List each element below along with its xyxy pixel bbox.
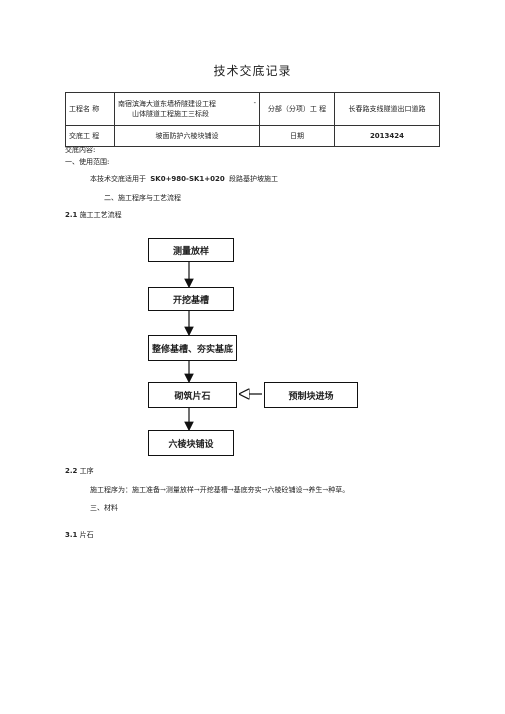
section3-sub1: 3.1 片石 <box>65 530 94 540</box>
project-name-cell: 南宿滨海大道东墙桥隧建设工程 - 山体隧道工程施工三标段 <box>114 92 260 126</box>
section1-text: 本技术交底适用于 SK0+980-SK1+020 段路基护坡施工 <box>90 174 278 184</box>
section1-text-prefix: 本技术交底适用于 <box>90 175 146 183</box>
division-value: 长春路支线隧道出口道路 <box>334 92 440 126</box>
section2-sub1-text: 施工工艺流程 <box>79 211 122 219</box>
process-sequence: 施工程序为：施工准备→测量放样→开挖基槽→基底夯实→六棱砼铺设→养生→种草。 <box>90 486 350 494</box>
flow-step-excavate: 开挖基槽 <box>148 287 234 311</box>
flow-step-survey: 测量放样 <box>148 238 234 262</box>
info-table: 工程名 称 南宿滨海大道东墙桥隧建设工程 - 山体隧道工程施工三标段 分部（分项… <box>65 92 440 147</box>
section3-sub1-text: 片石 <box>79 531 94 539</box>
section2-heading: 二、施工程序与工艺流程 <box>104 194 181 202</box>
date-label: 日期 <box>259 125 335 147</box>
section1-text-suffix: 段路基护坡施工 <box>229 175 279 183</box>
content-label: 交底内容: <box>65 146 96 154</box>
handover-label: 交底工 程 <box>65 125 115 147</box>
flow-side-precast: 预制块进场 <box>264 382 358 408</box>
flow-step-trim-compact: 整修基槽、夯实基底 <box>148 335 237 361</box>
project-label: 工程名 称 <box>65 92 115 126</box>
info-row-handover: 交底工 程 坡面防护六棱块铺设 日期 2013424 <box>65 125 440 147</box>
info-row-project: 工程名 称 南宿滨海大道东墙桥隧建设工程 - 山体隧道工程施工三标段 分部（分项… <box>65 92 440 126</box>
division-label: 分部（分项）工 程 <box>259 92 335 126</box>
section2-sub2-num: 2.2 <box>65 467 78 475</box>
project-name-dash: - <box>253 99 256 107</box>
document-title: 技术交底记录 <box>213 64 292 78</box>
flow-step-hexblock: 六棱块铺设 <box>148 430 234 456</box>
handover-value: 坡面防护六棱块铺设 <box>114 125 260 147</box>
project-name-line1: 南宿滨海大道东墙桥隧建设工程 <box>118 100 216 108</box>
section2-sub1: 2.1 施工工艺流程 <box>65 210 122 220</box>
section1-station: SK0+980-SK1+020 <box>150 175 225 183</box>
section2-sub2: 2.2 工序 <box>65 466 94 476</box>
date-value: 2013424 <box>334 125 440 147</box>
section2-sub2-text: 工序 <box>79 467 94 475</box>
section1-heading: 一、使用范围: <box>65 158 110 166</box>
flowchart-connectors <box>184 260 262 432</box>
flow-step-masonry: 砌筑片石 <box>148 382 237 408</box>
section2-sub1-num: 2.1 <box>65 211 78 219</box>
section3-sub1-num: 3.1 <box>65 531 78 539</box>
section3-heading: 三、材料 <box>90 504 118 512</box>
project-name-line2: 山体隧道工程施工三标段 <box>132 110 209 118</box>
